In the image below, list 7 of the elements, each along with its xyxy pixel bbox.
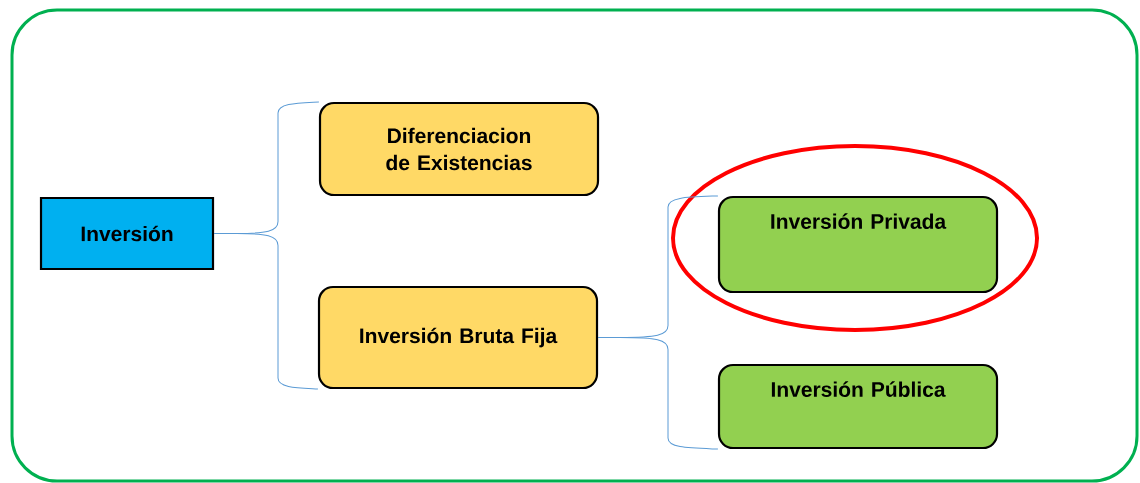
category-box: Inversión Privada bbox=[717, 195, 999, 294]
concept-box: Inversión bbox=[39, 196, 215, 271]
brace-connector bbox=[597, 337, 719, 450]
category-box: Diferenciacion de Existencias bbox=[318, 101, 600, 197]
brace-connector bbox=[213, 233, 319, 390]
category-box: Inversión Bruta Fija bbox=[317, 285, 599, 390]
category-box: Inversión Pública bbox=[717, 363, 999, 450]
